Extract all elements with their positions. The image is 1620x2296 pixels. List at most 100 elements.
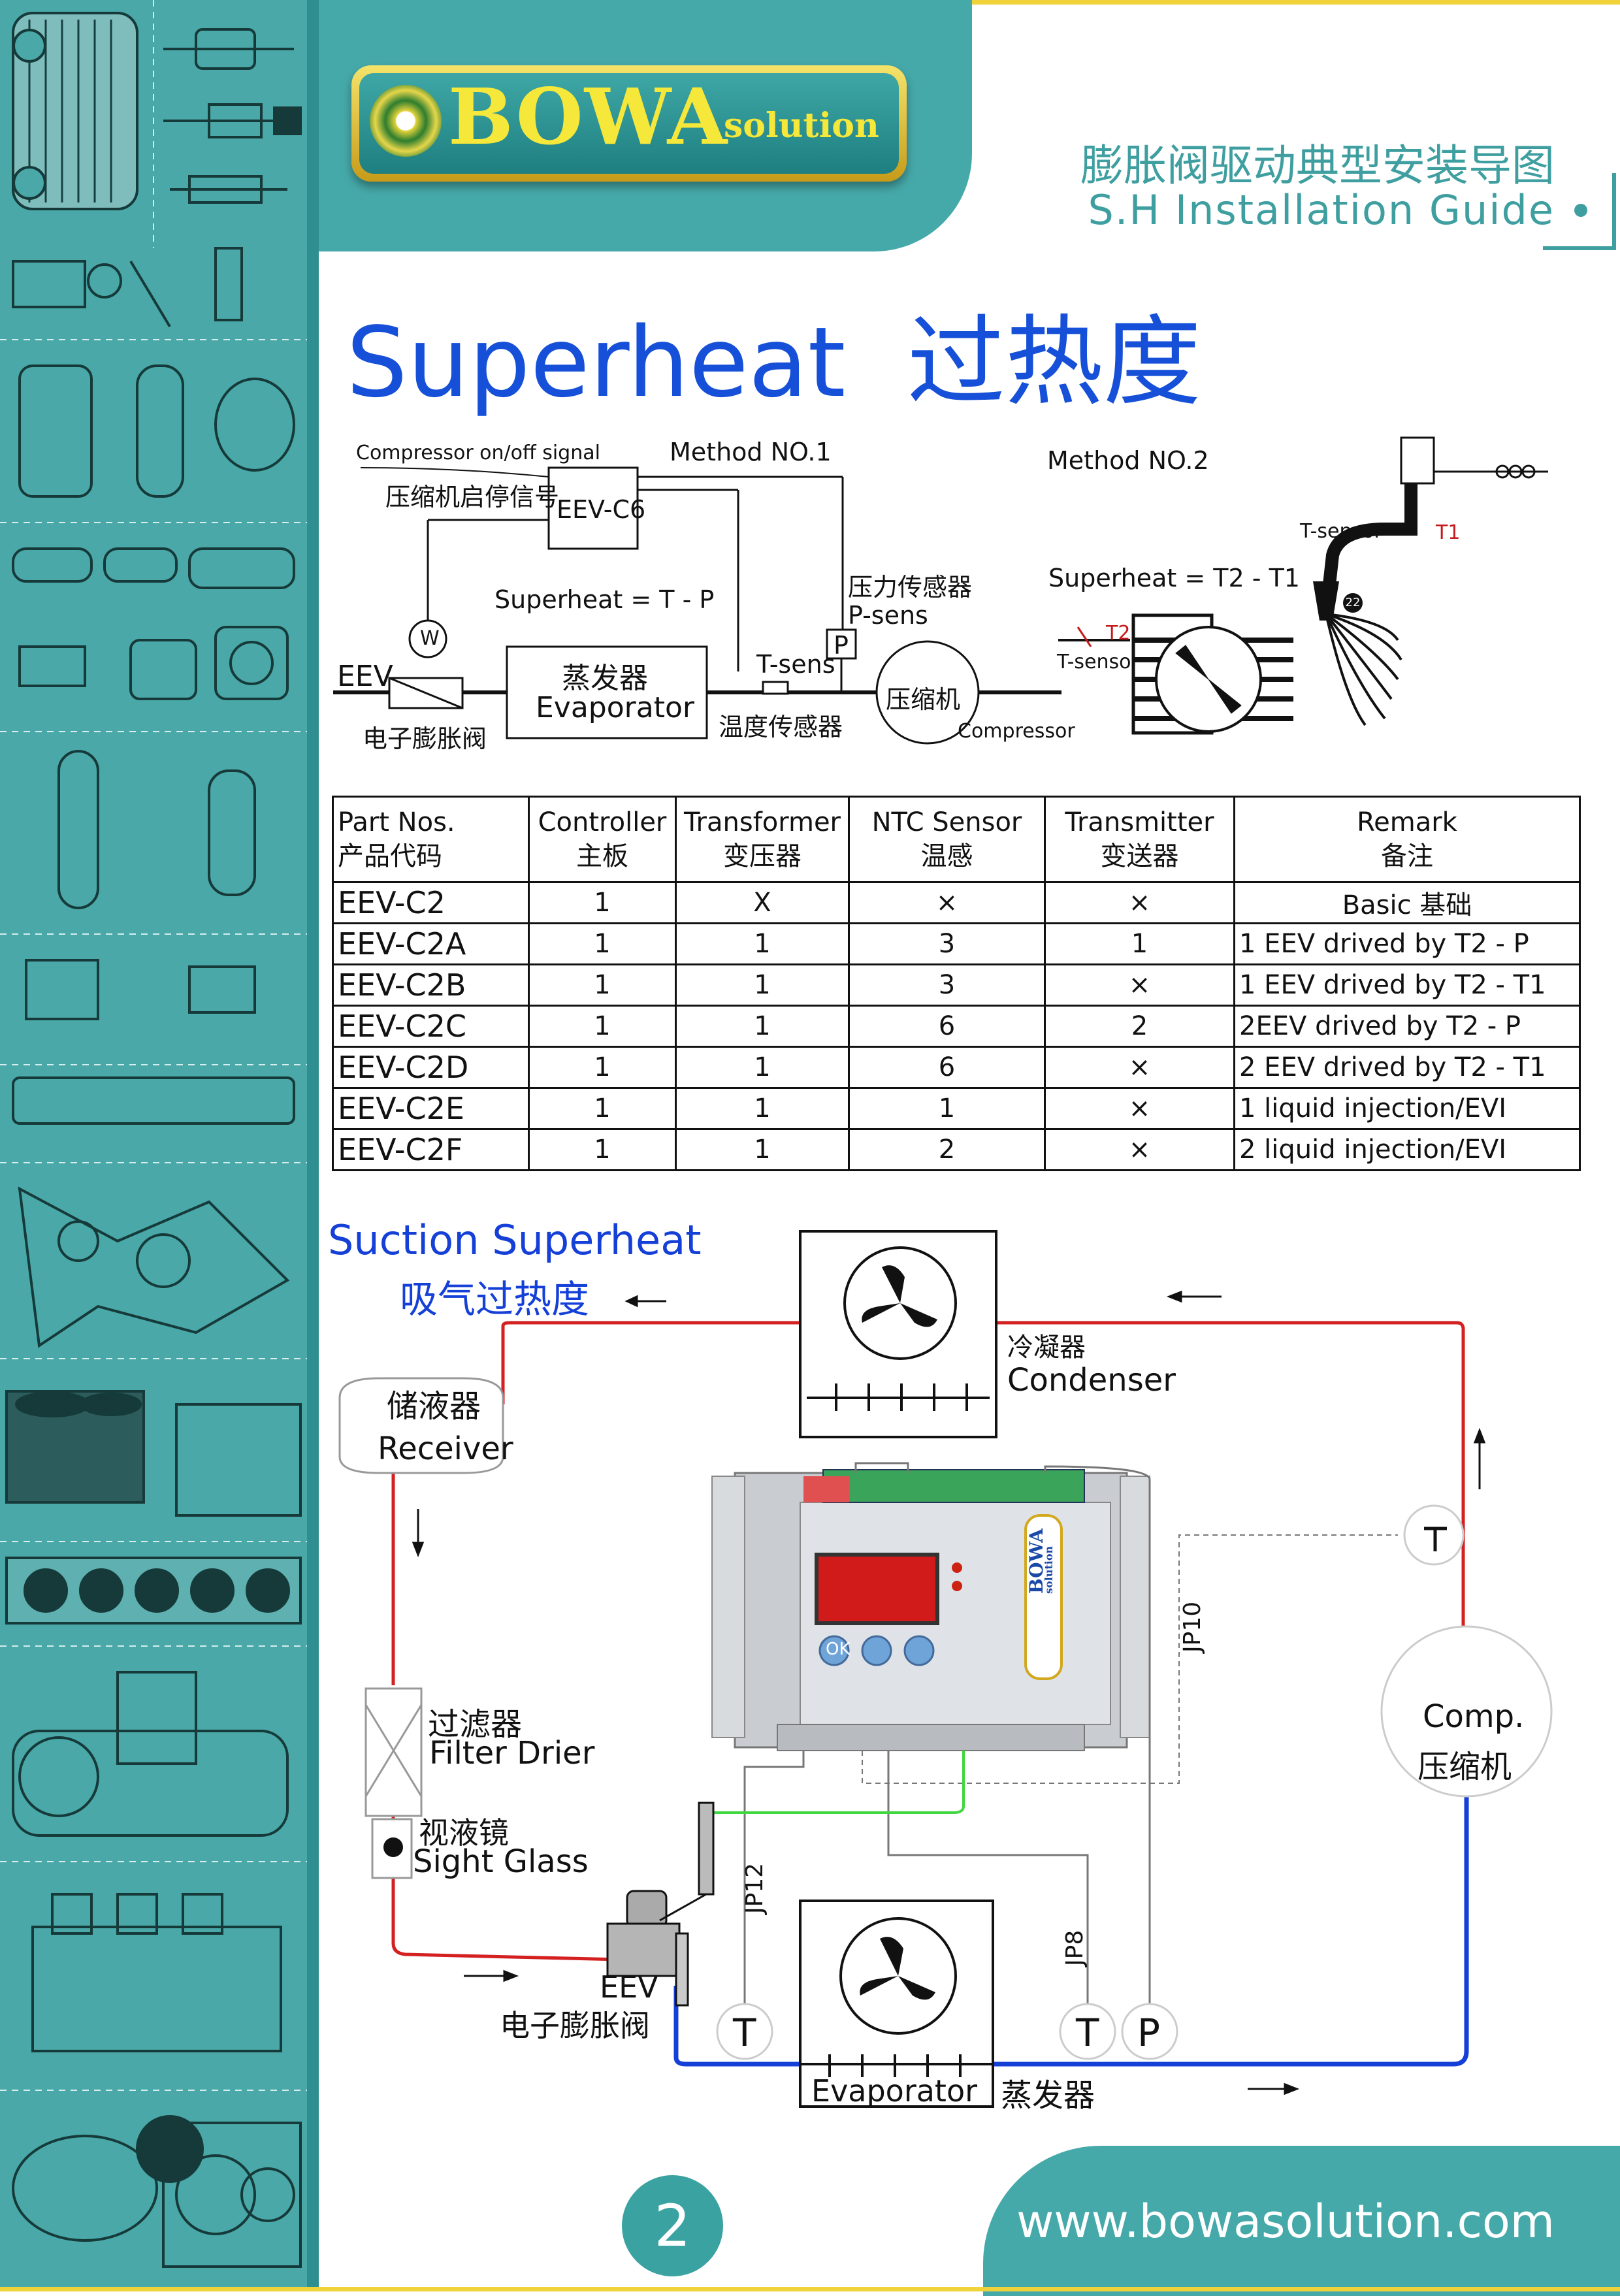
table-cell: 1 [675,1005,850,1048]
method1-formula: Superheat = T - P [494,585,715,614]
condenser-label-en: Condenser [1007,1362,1176,1399]
table-cell: 1 [675,963,850,1007]
table-cell: 1 liquid injection/EVI [1233,1087,1581,1130]
table-cell: 3 [848,963,1046,1007]
website-link[interactable]: www.bowasolution.com [1016,2195,1555,2248]
t-sensor-top-label: T-sensor [1300,520,1382,543]
method2-formula: Superheat = T2 - T1 [1048,564,1300,592]
table-cell: × [1044,1128,1235,1171]
condenser-fan-icon [862,1265,937,1327]
psens-label-cn: 压力传感器 [848,573,973,602]
suction-title-cn: 吸气过热度 [400,1277,590,1321]
footer-band [983,2146,1620,2296]
table-cell: 2 [1044,1005,1235,1048]
evaporator-label-en: Evaporator [536,691,694,724]
page-title-cn: 过热度 [907,306,1201,419]
table-cell: 2 liquid injection/EVI [1233,1128,1581,1171]
tsens-label: T-sens [756,650,835,679]
logo-emblem-icon [370,85,442,157]
table-cell: Basic 基础 [1233,881,1581,924]
table-cell: 1 [528,1128,677,1171]
sight-glass-label-en: Sight Glass [413,1843,589,1880]
method1-diagram [333,466,1061,745]
compressor-label-en: Compressor [958,720,1075,743]
method2-label: Method NO.2 [1047,446,1209,475]
compressor-label-cn: 压缩机 [886,685,961,714]
sight-glass-label-cn: 视液镜 [419,1815,509,1851]
table-cell: 1 [675,1087,850,1130]
bottom-border [0,2287,1620,2291]
table-cell: 1 [528,1087,677,1130]
t2-label: T2 [1106,622,1131,645]
logo-brand-sub: solution [724,106,879,146]
eev-label-cn: 电子膨胀阀 [363,724,487,753]
table-cell: 1 EEV drived by T2 - P [1233,922,1581,965]
page-title: Superheat 过热度 [346,307,1201,418]
t-sensor-evap-in: T [733,2011,756,2055]
table-cell: 3 [848,922,1046,965]
jp8-label: JP8 [1061,1930,1088,1966]
method1-label: Method NO.1 [670,438,832,466]
bowa-logo: BOWA solution [351,65,907,182]
table-cell: 1 [528,922,677,965]
table-cell: × [1044,963,1235,1007]
eev-suction-label-cn: 电子膨胀阀 [500,2008,650,2043]
logo-brand-word: BOWA [448,71,729,162]
suction-title-en: Suction Superheat [328,1216,702,1264]
table-cell: 6 [848,1046,1046,1089]
controller-label: EEV-C6 [557,495,646,524]
table-cell: 2 [848,1128,1046,1171]
table-cell: 1 [675,922,850,965]
table-cell: EEV-C2D [332,1046,530,1089]
table-cell: × [1044,1046,1235,1089]
table-cell: EEV-C2B [332,963,530,1007]
table-cell: 1 [675,1128,850,1171]
guide-title-en: S.H Installation Guide [1088,186,1555,234]
evaporator-suction-label: Evaporator [811,2073,978,2109]
suction-circuit-diagram [338,1230,1553,2108]
table-cell: 1 [1044,922,1235,965]
distributor-badge: 22 [1343,593,1363,613]
jp10-label: JP10 [1179,1601,1206,1653]
tsens-label-cn: 温度传感器 [719,713,843,741]
evaporator-label-cn: 蒸发器 [562,662,648,695]
jp12-label: JP12 [741,1862,768,1914]
table-cell: 1 [528,963,677,1007]
evaporator-fan-icon [860,1937,935,2000]
table-cell: × [1044,1087,1235,1130]
w-sensor-icon [408,619,447,658]
guide-dot [1574,204,1587,217]
filter-label-en: Filter Drier [429,1735,595,1771]
table-cell: 1 [528,1005,677,1048]
eev-suction-label: EEV [600,1969,658,2005]
guide-bracket [1543,173,1616,250]
table-cell: 1 [675,1046,850,1089]
sidebar-edge [307,0,319,2291]
table-cell: 6 [848,1005,1046,1048]
sidebar-equipment-panel [0,0,307,2291]
table-cell: 2EEV drived by T2 - P [1233,1005,1581,1048]
table-cell: EEV-C2 [332,881,530,924]
condenser-label-cn: 冷凝器 [1007,1333,1086,1363]
controller-box [547,466,639,550]
page-number: 2 [622,2175,723,2276]
signal-label-en: Compressor on/off signal [356,442,600,464]
guide-title-cn: 膨胀阀驱动典型安装导图 [1080,140,1555,191]
table-cell: 1 [528,881,677,924]
table-cell: × [848,881,1046,924]
t1-label: T1 [1436,521,1461,544]
page-title-en: Superheat [346,306,846,419]
logo-frame [359,73,899,174]
w-label: W [420,627,440,650]
t-sensor-evap-out: T [1076,2011,1099,2055]
